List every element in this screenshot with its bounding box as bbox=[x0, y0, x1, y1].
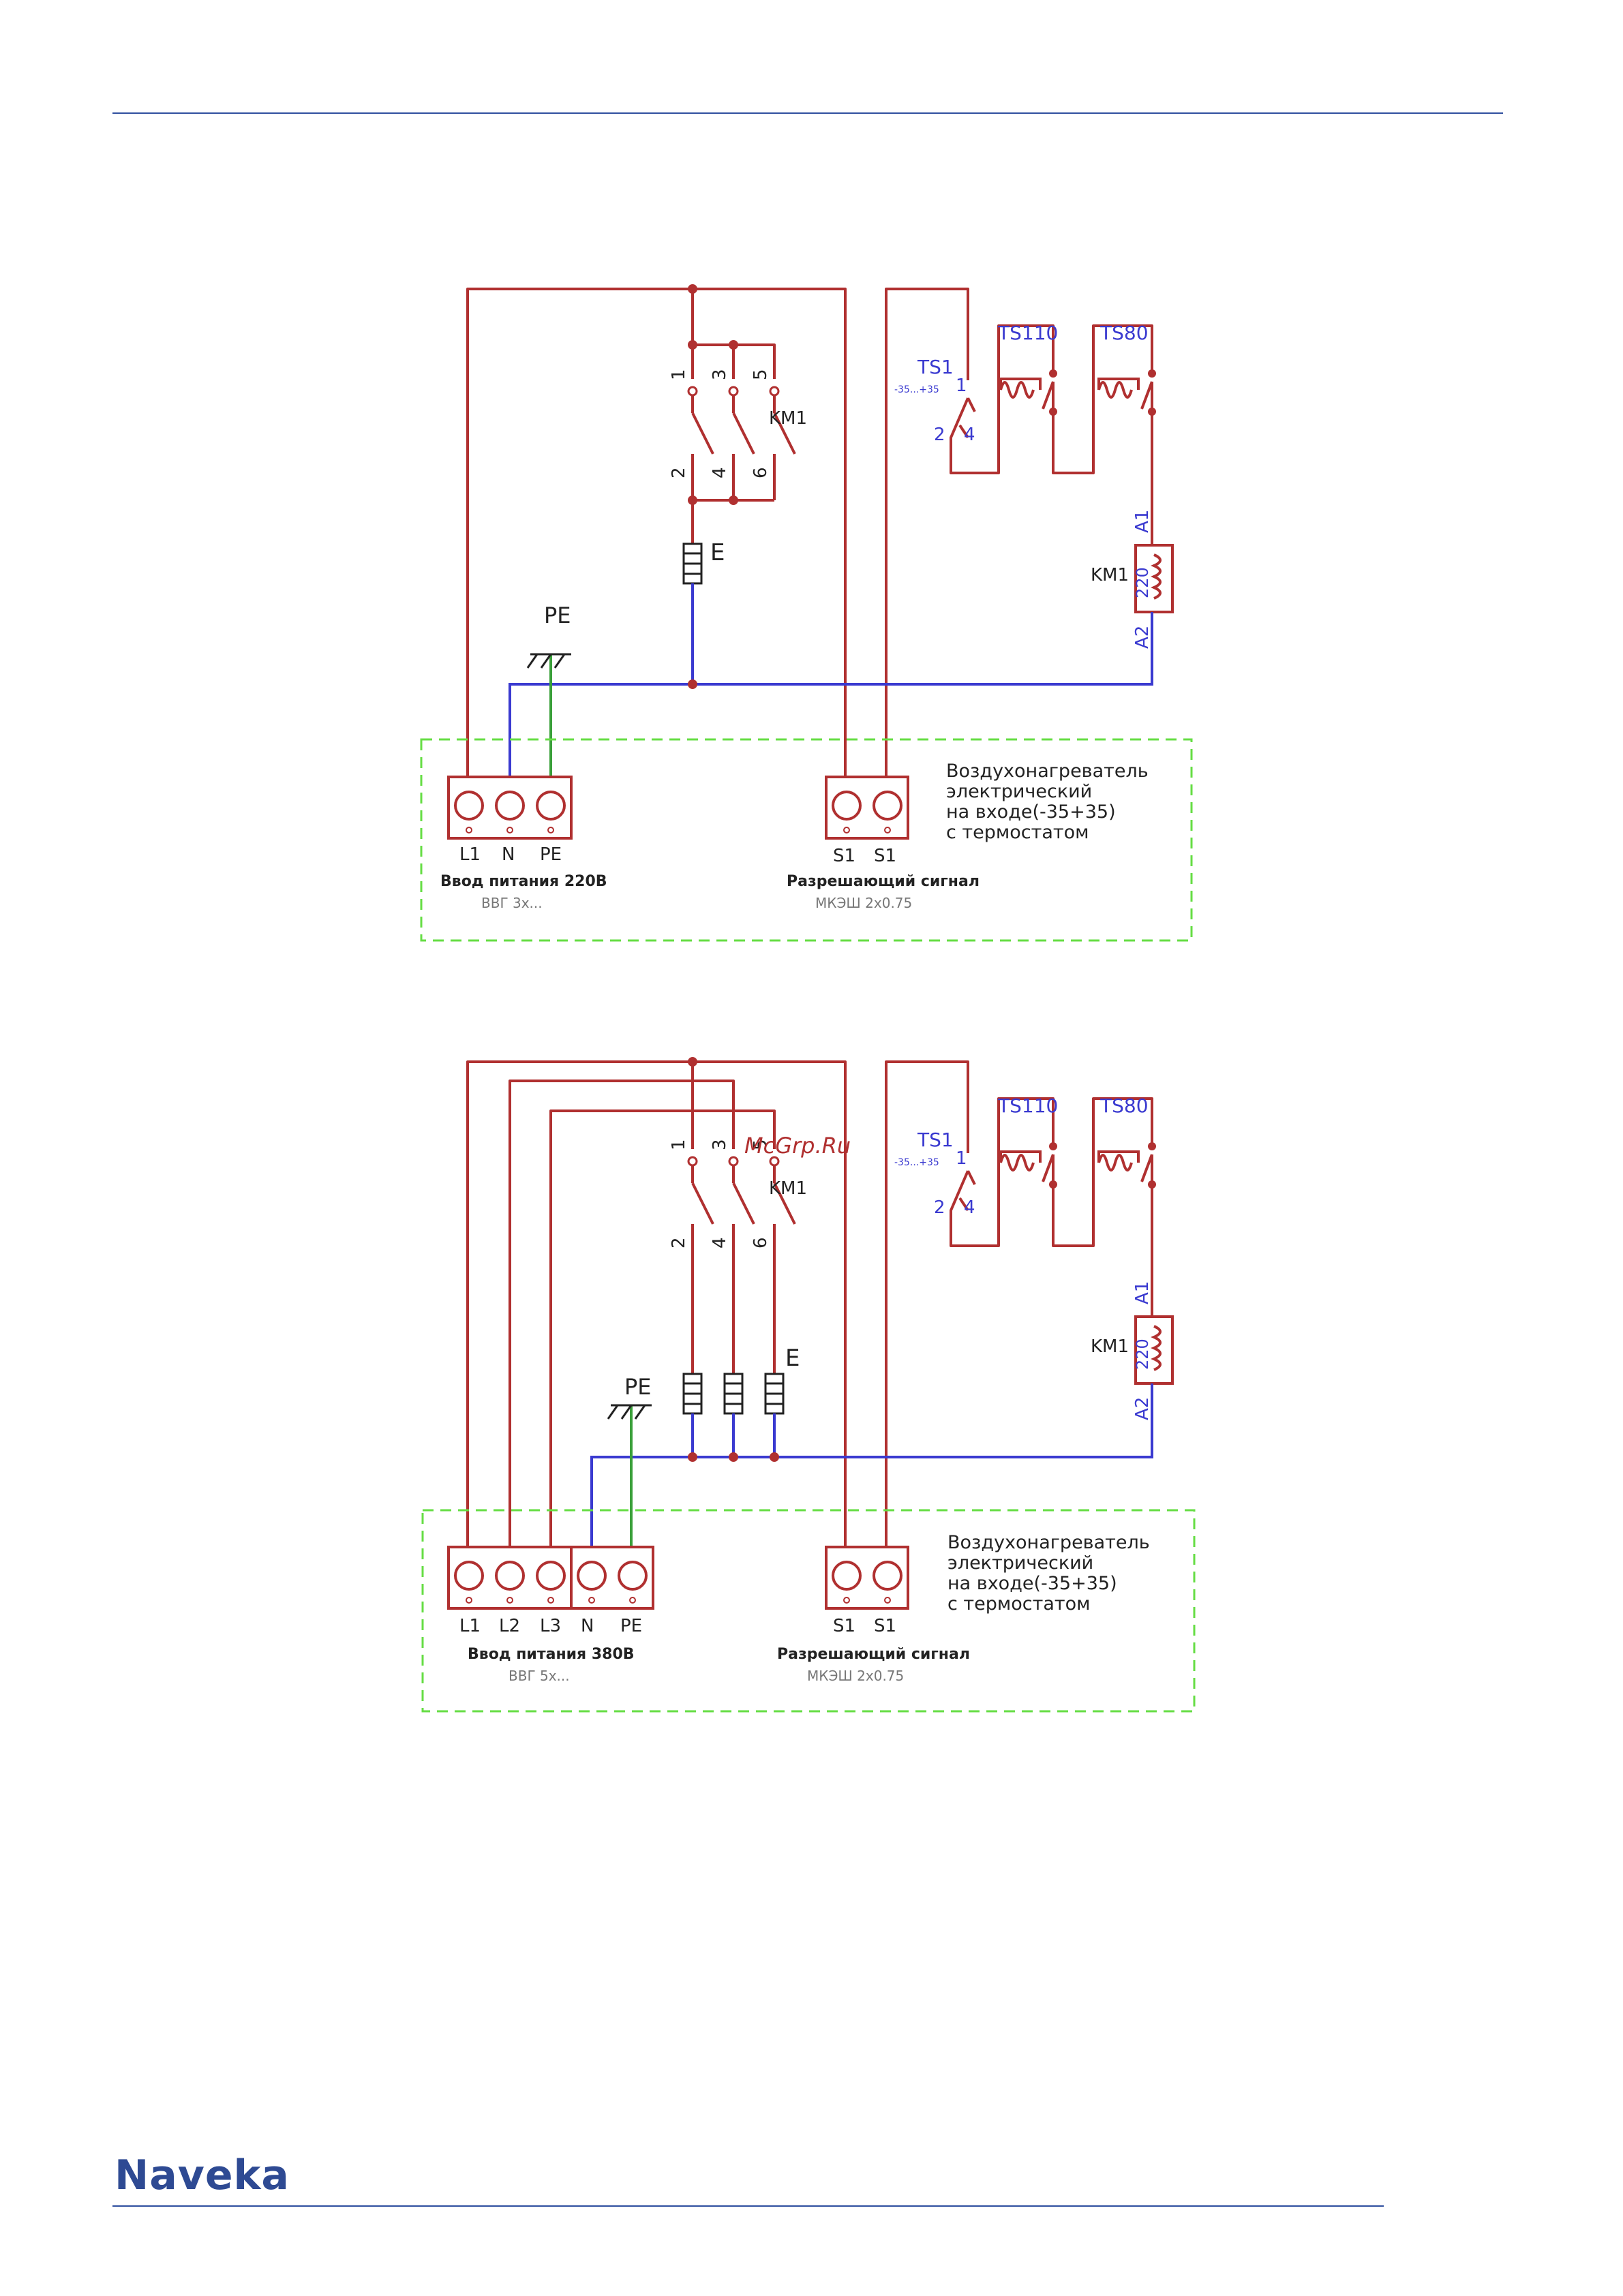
coil-a2: A2 bbox=[1132, 626, 1153, 649]
desc2-line-3: на входе(-35+35) bbox=[947, 1573, 1117, 1594]
ts1-pin1: 1 bbox=[956, 376, 967, 396]
km1-pin-2: 2 bbox=[669, 467, 689, 478]
km1b-pin-5: 5 bbox=[750, 1139, 771, 1150]
ts1b-pin1: 1 bbox=[956, 1148, 967, 1169]
coil2-label: KM1 bbox=[1091, 1336, 1129, 1357]
power2-title: Ввод питания 380В bbox=[468, 1646, 635, 1663]
km1b-label: KM1 bbox=[769, 1178, 807, 1199]
diagram-220v: 1 3 5 2 4 6 KM1 E PE KM1 TS1 -35...+35 1… bbox=[420, 284, 1193, 942]
coil2-a2: A2 bbox=[1132, 1397, 1153, 1420]
pe2-label: PE bbox=[624, 1374, 652, 1400]
ts1-range: -35...+35 bbox=[894, 384, 939, 395]
bottom-rule bbox=[112, 2205, 1384, 2207]
ts110-label: TS110 bbox=[997, 322, 1058, 344]
coil-a1: A1 bbox=[1132, 510, 1153, 533]
signal2-cable: МКЭШ 2х0.75 bbox=[807, 1668, 904, 1684]
signal-cable: МКЭШ 2х0.75 bbox=[815, 895, 912, 911]
ts1-pin2: 2 bbox=[934, 425, 945, 445]
term2-s1-b: S1 bbox=[874, 1616, 896, 1636]
term-l1: L1 bbox=[459, 844, 481, 865]
km1-pin-1: 1 bbox=[669, 369, 689, 380]
km1-pin-4: 4 bbox=[710, 467, 730, 478]
power-title: Ввод питания 220В bbox=[440, 873, 607, 890]
coil2-a1: A1 bbox=[1132, 1281, 1153, 1304]
power-cable: ВВГ 3х... bbox=[481, 895, 543, 911]
diagram-380v: 1 3 5 2 4 6 KM1 E PE KM1 TS1 -35...+35 1… bbox=[421, 1057, 1196, 1713]
term2-l2: L2 bbox=[499, 1616, 520, 1636]
ts1b-range: -35...+35 bbox=[894, 1157, 939, 1168]
term2-l3: L3 bbox=[540, 1616, 561, 1636]
desc2-line-4: с термостатом bbox=[947, 1593, 1091, 1614]
top-rule bbox=[112, 112, 1503, 114]
ts80b-label: TS80 bbox=[1099, 1095, 1149, 1117]
desc-line-3: на входе(-35+35) bbox=[946, 801, 1116, 823]
ts1-label: TS1 bbox=[917, 356, 954, 378]
ts110b-label: TS110 bbox=[997, 1095, 1058, 1117]
term2-s1-a: S1 bbox=[833, 1616, 855, 1636]
desc-line-2: электрический bbox=[946, 781, 1092, 802]
km1-label: KM1 bbox=[769, 408, 807, 429]
coil-label: KM1 bbox=[1091, 565, 1129, 585]
watermark: McGrp.Ru bbox=[744, 1133, 851, 1159]
ts1b-label: TS1 bbox=[917, 1129, 954, 1151]
term-pe: PE bbox=[540, 844, 562, 865]
naveka-logo: Naveka bbox=[115, 2152, 290, 2199]
term-s1-b: S1 bbox=[874, 846, 896, 866]
term-n: N bbox=[502, 844, 515, 865]
km1b-pin-2: 2 bbox=[669, 1237, 689, 1249]
km1b-pin-4: 4 bbox=[710, 1237, 730, 1249]
coil2-voltage: 220 bbox=[1133, 1338, 1152, 1370]
km1b-pin-6: 6 bbox=[750, 1237, 771, 1249]
km1b-pin-3: 3 bbox=[710, 1139, 730, 1150]
heater-label: E bbox=[710, 539, 725, 566]
ts1-pin4: 4 bbox=[964, 425, 975, 445]
ts1b-pin2: 2 bbox=[934, 1197, 945, 1218]
km1-pin-5: 5 bbox=[750, 369, 771, 380]
km1-pin-3: 3 bbox=[710, 369, 730, 380]
term2-n: N bbox=[581, 1616, 594, 1636]
heater2-label: E bbox=[785, 1345, 800, 1372]
coil-voltage: 220 bbox=[1133, 567, 1152, 598]
desc-line-4: с термостатом bbox=[946, 822, 1089, 843]
signal2-title: Разрешающий сигнал bbox=[777, 1646, 970, 1663]
term2-pe: PE bbox=[620, 1616, 642, 1636]
term-s1-a: S1 bbox=[833, 846, 855, 866]
power2-cable: ВВГ 5х... bbox=[509, 1668, 570, 1684]
desc-line-1: Воздухонагреватель bbox=[946, 761, 1149, 782]
ts80-label: TS80 bbox=[1099, 322, 1149, 344]
ts1b-pin4: 4 bbox=[964, 1197, 975, 1218]
km1b-pin-1: 1 bbox=[669, 1139, 689, 1150]
term2-l1: L1 bbox=[459, 1616, 481, 1636]
pe-label: PE bbox=[544, 602, 571, 628]
desc2-line-2: электрический bbox=[947, 1552, 1093, 1574]
signal-title: Разрешающий сигнал bbox=[787, 873, 980, 890]
desc2-line-1: Воздухонагреватель bbox=[947, 1532, 1150, 1553]
km1-pin-6: 6 bbox=[750, 467, 771, 478]
